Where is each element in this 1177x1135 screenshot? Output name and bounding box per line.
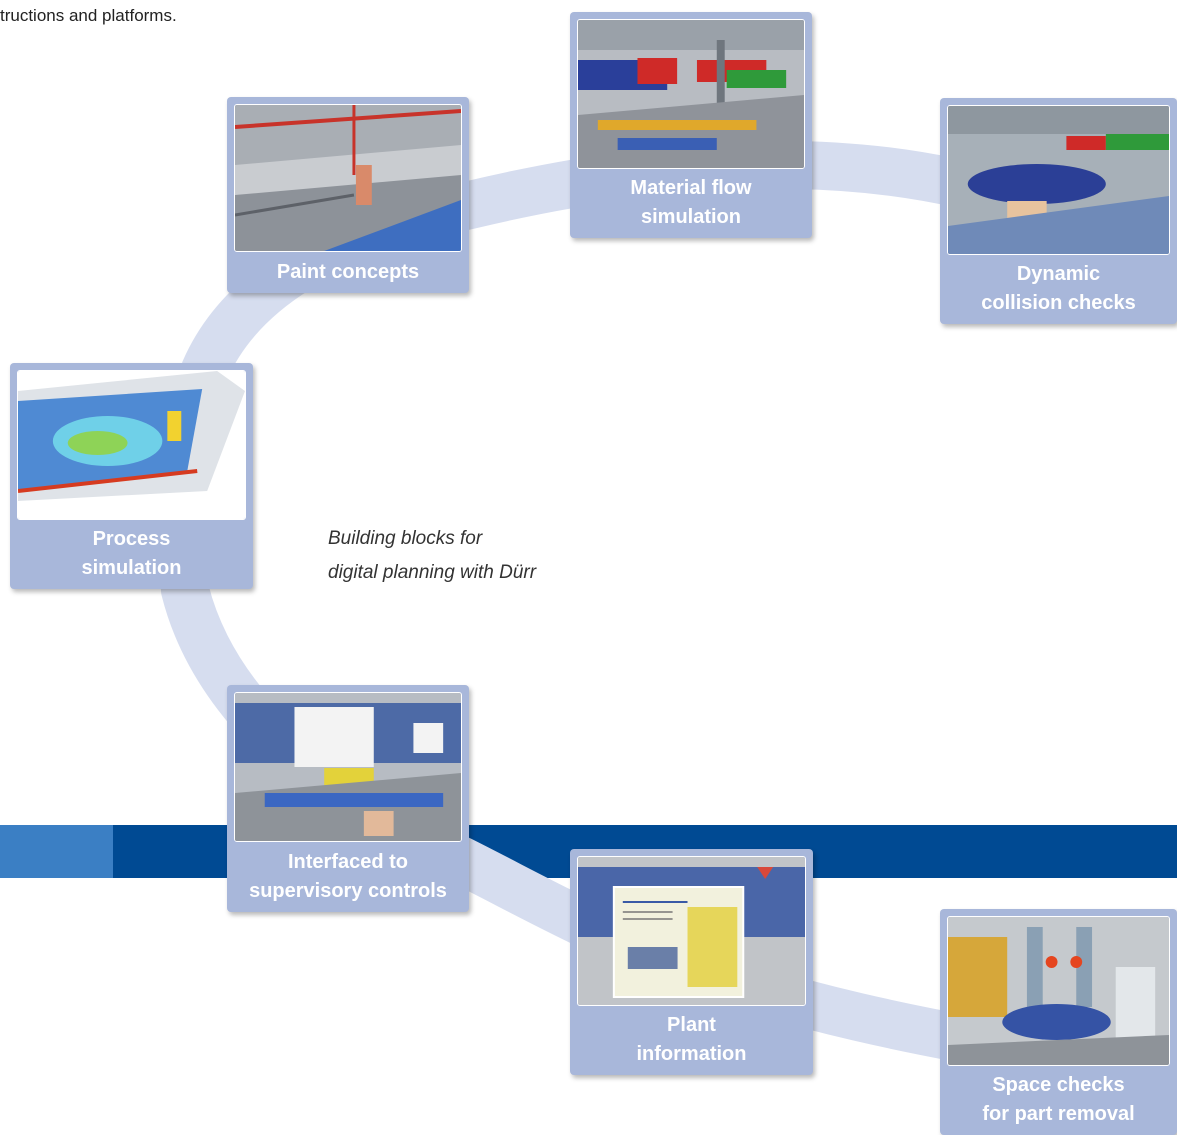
label-line: Material flow bbox=[630, 177, 752, 199]
block-paint-concepts: Paint concepts bbox=[227, 97, 469, 293]
collision-checks-image bbox=[947, 105, 1170, 255]
label-line: Space checks bbox=[992, 1074, 1125, 1096]
block-interfaced-to-supervisory-controls: Interfaced to supervisory controls bbox=[227, 685, 469, 912]
label-line: supervisory controls bbox=[249, 880, 447, 902]
collision-checks-label: Dynamic collision checks bbox=[940, 260, 1177, 318]
supervisory-controls-label: Interfaced to supervisory controls bbox=[227, 848, 469, 906]
blue-band-accent bbox=[0, 825, 113, 878]
plant-information-label: Plant information bbox=[570, 1011, 813, 1069]
supervisory-controls-image bbox=[234, 692, 462, 842]
caption-line-2: digital planning with Dürr bbox=[328, 562, 537, 583]
block-material-flow-simulation: Material flow simulation bbox=[570, 12, 812, 238]
material-flow-label: Material flow simulation bbox=[570, 174, 812, 232]
space-checks-image bbox=[947, 916, 1170, 1066]
caption-line-1: Building blocks for bbox=[328, 528, 483, 549]
block-plant-information: Plant information bbox=[570, 849, 813, 1075]
block-dynamic-collision-checks: Dynamic collision checks bbox=[940, 98, 1177, 324]
paint-concepts-label: Paint concepts bbox=[227, 258, 469, 287]
label-line: Dynamic bbox=[1016, 263, 1101, 285]
label-line: information bbox=[636, 1043, 747, 1065]
process-simulation-label: Process simulation bbox=[10, 525, 253, 583]
label-line: Plant bbox=[667, 1014, 716, 1036]
label-line: Paint concepts bbox=[276, 261, 420, 283]
label-line: simulation bbox=[81, 557, 182, 579]
intro-text: tructions and platforms. bbox=[0, 6, 177, 25]
block-process-simulation: Process simulation bbox=[10, 363, 253, 589]
label-line: Process bbox=[92, 528, 171, 550]
plant-information-image bbox=[577, 856, 806, 1006]
label-line: collision checks bbox=[981, 292, 1136, 314]
material-flow-image bbox=[577, 19, 805, 169]
block-space-checks-for-part-removal: Space checks for part removal bbox=[940, 909, 1177, 1135]
label-line: simulation bbox=[640, 206, 741, 228]
label-line: for part removal bbox=[982, 1103, 1135, 1125]
process-simulation-image bbox=[17, 370, 246, 520]
diagram-caption: Building blocks for digital planning wit… bbox=[328, 522, 536, 590]
label-line: Interfaced to bbox=[287, 851, 409, 873]
space-checks-label: Space checks for part removal bbox=[940, 1071, 1177, 1129]
paint-concepts-image bbox=[234, 104, 462, 252]
